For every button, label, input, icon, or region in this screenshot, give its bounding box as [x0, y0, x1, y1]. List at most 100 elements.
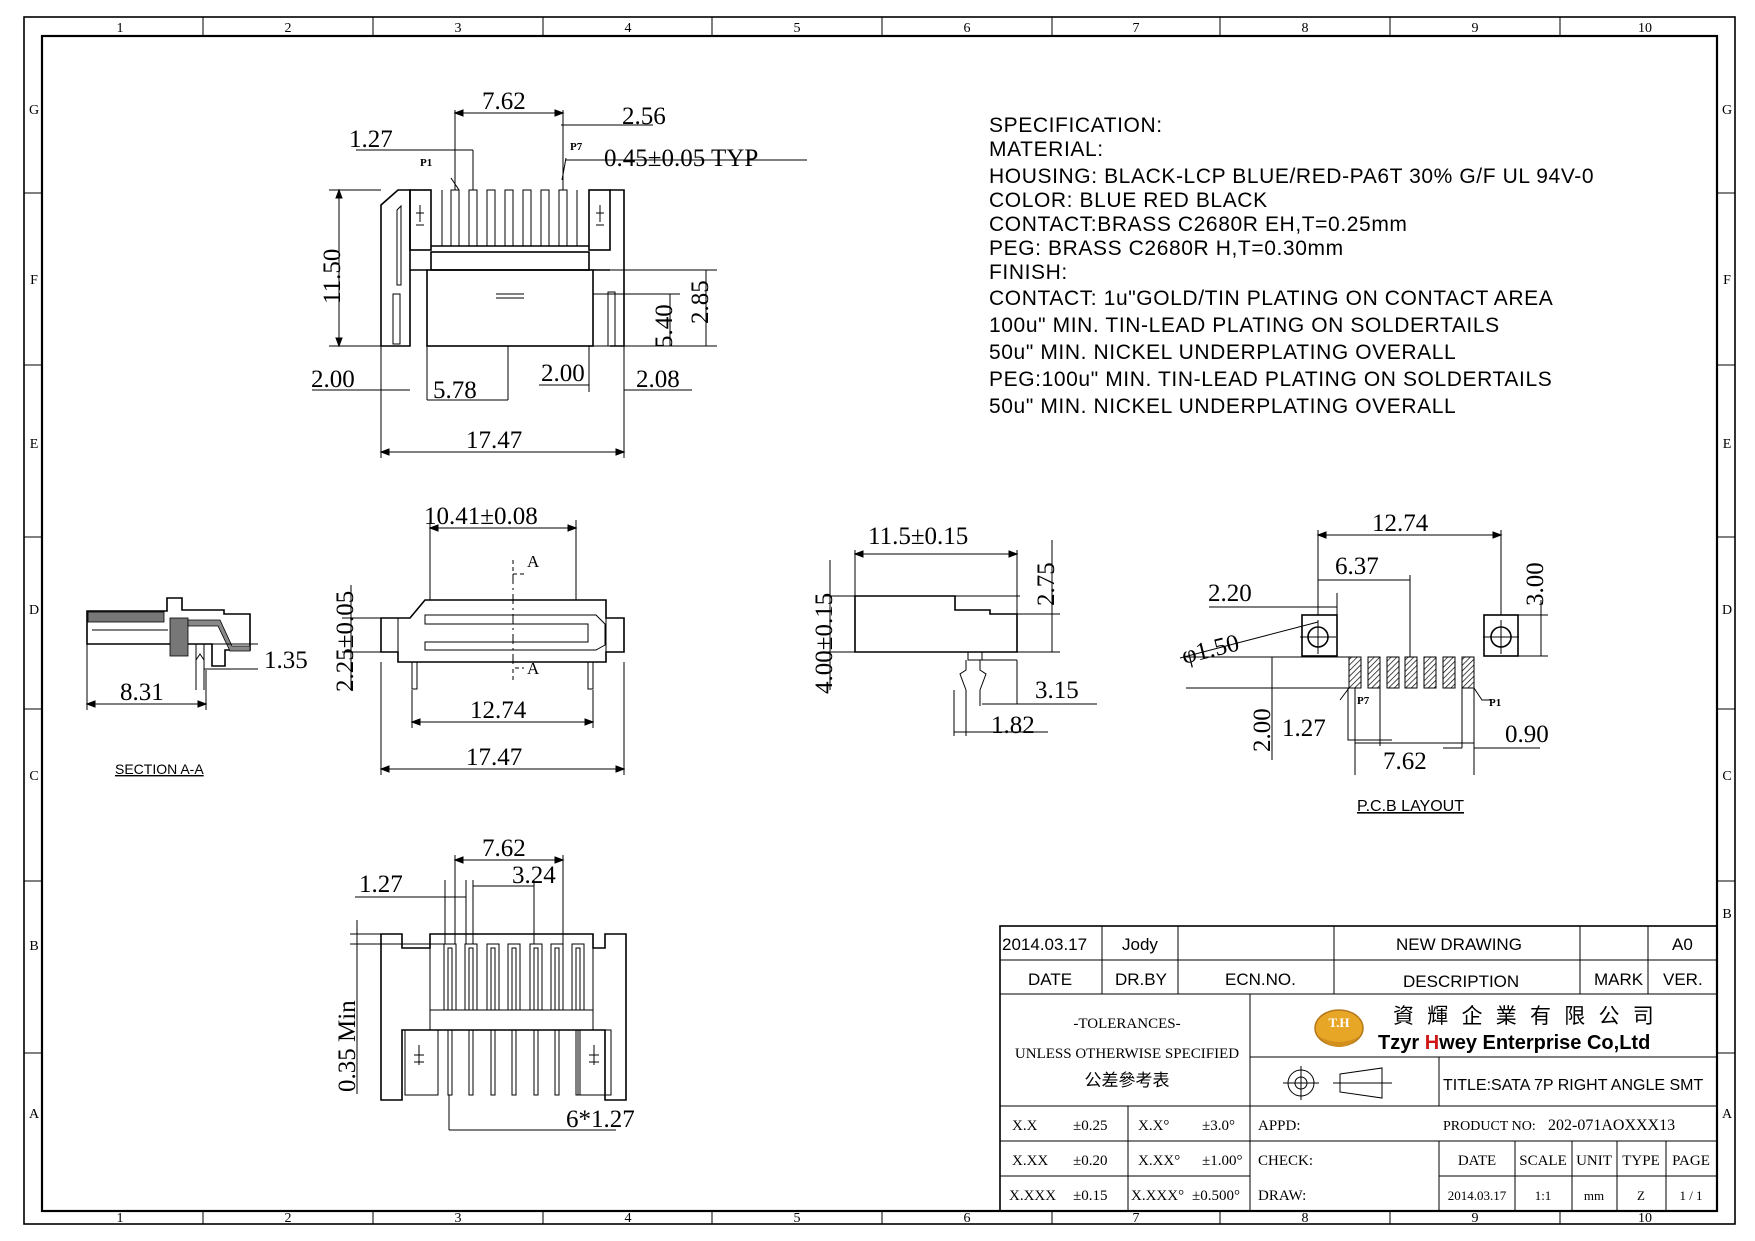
company-logo: T.H: [1314, 1009, 1364, 1047]
row-label: G: [1722, 103, 1732, 118]
spec-line: SPECIFICATION:: [989, 114, 1163, 137]
dim-phi-1-50: φ1.50: [1179, 630, 1242, 670]
tb-draw: DRAW:: [1258, 1188, 1306, 1204]
tol-cell: ±0.20: [1073, 1153, 1107, 1169]
spec-line: 50u" MIN. NICKEL UNDERPLATING OVERALL: [989, 395, 1456, 418]
col-label: 6: [964, 21, 971, 36]
dim-5-78: 5.78: [433, 377, 477, 404]
section-a-a-view: 1.35 8.31 SECTION A-A: [85, 597, 308, 777]
row-label: B: [1722, 907, 1731, 922]
dim-2-00-pcb: 2.00: [1249, 708, 1276, 752]
bottom-view: 7.62 3.24 1.27 0.35 Min 6*1.27: [334, 835, 635, 1133]
row-label: D: [1722, 603, 1732, 618]
col-label: 3: [455, 1211, 462, 1226]
section-caption: SECTION A-A: [115, 761, 204, 777]
dim-3-24: 3.24: [512, 862, 556, 889]
tb-bottom-header: UNIT: [1576, 1153, 1612, 1169]
projection-symbol-icon: [1283, 1066, 1392, 1100]
dim-1-27-pcb: 1.27: [1282, 715, 1326, 742]
col-label: 10: [1638, 21, 1652, 36]
specification-block: SPECIFICATION: MATERIAL: HOUSING: BLACK-…: [989, 114, 1594, 418]
dim-7-62-pcb: 7.62: [1383, 748, 1427, 775]
dim-2-75: 2.75: [1033, 562, 1060, 606]
spec-line: MATERIAL:: [989, 138, 1104, 161]
tol-cell: ±1.00°: [1202, 1153, 1242, 1169]
row-label: E: [1723, 437, 1732, 452]
tol-cell: X.XXX°: [1131, 1188, 1184, 1204]
dim-12-74: 12.74: [470, 697, 527, 724]
tb-company-en: Tzyr Hwey Enterprise Co,Ltd: [1378, 1032, 1650, 1054]
section-mark-a: A: [527, 659, 540, 678]
col-label: 5: [794, 1211, 801, 1226]
col-label: 6: [964, 1211, 971, 1226]
tol-cell: X.X°: [1138, 1118, 1169, 1134]
tb-bottom-value: 1 / 1: [1679, 1188, 1702, 1203]
col-label: 8: [1302, 21, 1309, 36]
dim-2-25: 2.25±0.05: [332, 591, 359, 692]
tb-bottom-header: DATE: [1458, 1153, 1496, 1169]
spec-line: PEG:100u" MIN. TIN-LEAD PLATING ON SOLDE…: [989, 368, 1552, 391]
tol-cell: X.X: [1012, 1118, 1038, 1134]
row-label: F: [1723, 273, 1731, 288]
tb-product-label: PRODUCT NO:: [1443, 1119, 1536, 1134]
dim-3-00: 3.00: [1522, 562, 1549, 606]
tb-title: TITLE:SATA 7P RIGHT ANGLE SMT: [1443, 1077, 1703, 1094]
pin-label-p7: P7: [1357, 695, 1370, 707]
dim-11-50: 11.50: [319, 249, 346, 304]
dim-1-27-bottom: 1.27: [359, 871, 403, 898]
dim-0-90: 0.90: [1505, 721, 1549, 748]
sheet-frame: 1 2 3 4 5 6 7 8 9 10 1 2 3 4 5 6 7 8 9 1…: [23, 16, 1736, 1226]
dim-1-82: 1.82: [991, 712, 1035, 739]
col-label: 10: [1638, 1211, 1652, 1226]
col-label: 9: [1472, 1211, 1479, 1226]
dim-0-35-min: 0.35 Min: [334, 1000, 361, 1092]
spec-line: FINISH:: [989, 261, 1068, 284]
logo-text: T.H: [1328, 1015, 1349, 1030]
tol-cell: X.XXX: [1009, 1188, 1056, 1204]
tb-company-cn: 資 輝 企 業 有 限 公 司: [1393, 1004, 1658, 1028]
spec-line: 100u" MIN. TIN-LEAD PLATING ON SOLDERTAI…: [989, 314, 1500, 337]
row-label: G: [29, 103, 39, 118]
tb-bottom-value: 2014.03.17: [1448, 1188, 1507, 1203]
col-label: 2: [285, 21, 292, 36]
tb-hdr-desc: DESCRIPTION: [1403, 972, 1519, 991]
tb-bottom-header: PAGE: [1672, 1153, 1710, 1169]
col-label: 8: [1302, 1211, 1309, 1226]
dim-10-41: 10.41±0.08: [424, 503, 538, 530]
row-label: E: [30, 437, 39, 452]
tb-hdr-ver: VER.: [1663, 970, 1703, 989]
tb-bottom-header: TYPE: [1622, 1153, 1660, 1169]
col-label: 1: [117, 1211, 124, 1226]
col-label: 3: [455, 21, 462, 36]
tb-company-en-pre: Tzyr: [1378, 1032, 1425, 1054]
row-label: B: [29, 939, 38, 954]
dim-12-74-pcb: 12.74: [1372, 510, 1429, 537]
tb-drawn-by: Jody: [1122, 935, 1158, 954]
spec-line: COLOR: BLUE RED BLACK: [989, 189, 1268, 212]
dim-17-47: 17.47: [466, 427, 522, 454]
row-label: C: [1722, 769, 1731, 784]
col-label: 1: [117, 21, 124, 36]
top-view: P1 P7 7.62 2.56 1.27 0.45±0.05 TYP 11.50…: [311, 88, 807, 458]
tb-title-value: SATA 7P RIGHT ANGLE SMT: [1491, 1077, 1703, 1094]
tb-hdr-mark: MARK: [1594, 970, 1644, 989]
tol-cell: X.XX: [1012, 1153, 1048, 1169]
tb-appd: APPD:: [1258, 1118, 1301, 1134]
tb-company-en-post: wey Enterprise Co,Ltd: [1438, 1032, 1650, 1054]
col-label: 2: [285, 1211, 292, 1226]
pcb-layout-view: P7 P1 12.74 6.37 2.20 3.00 φ1.50 2.00 1.…: [1179, 510, 1549, 815]
tb-bottom-value: 1:1: [1535, 1188, 1552, 1203]
col-label: 7: [1133, 1211, 1140, 1226]
spec-line: CONTACT: 1u"GOLD/TIN PLATING ON CONTACT …: [989, 287, 1553, 310]
dim-2-20: 2.20: [1208, 580, 1252, 607]
tb-bottom-header: SCALE: [1519, 1153, 1567, 1169]
tb-hdr-drby: DR.BY: [1115, 970, 1167, 989]
pin-label-p7: P7: [570, 141, 583, 153]
col-label: 4: [625, 21, 632, 36]
col-label: 7: [1133, 21, 1140, 36]
col-label: 9: [1472, 21, 1479, 36]
spec-line: PEG: BRASS C2680R H,T=0.30mm: [989, 237, 1344, 260]
dim-17-47-front: 17.47: [466, 744, 522, 771]
tol-cell: ±0.500°: [1192, 1188, 1240, 1204]
